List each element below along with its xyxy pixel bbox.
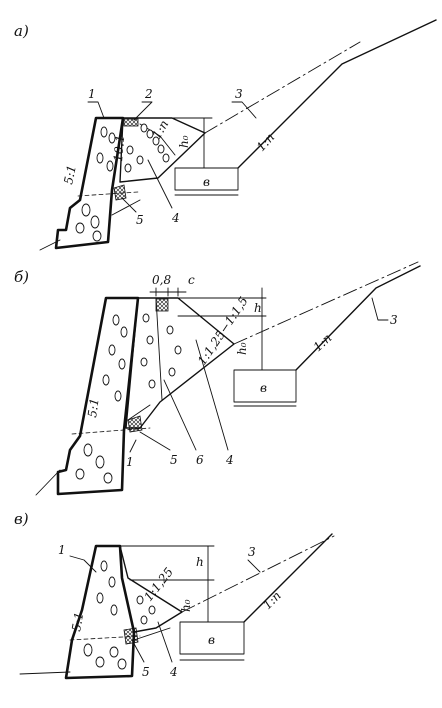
panel-c-callout-5: 5	[142, 665, 150, 679]
panel-c-leader-4	[157, 621, 173, 663]
panel-b-callout-5: 5	[170, 453, 178, 467]
panel-a-slope-fill: 1:n	[149, 118, 171, 142]
panel-b-bench	[233, 369, 297, 403]
panel-c-backfill	[119, 545, 183, 633]
panel-c: в) h h₀ в 5:1 1:1,25	[14, 510, 335, 680]
panel-b-ground-mid	[127, 404, 151, 421]
panel-a-letter: а)	[14, 22, 29, 40]
panel-a-wall	[54, 116, 125, 250]
panel-c-ground-left	[19, 671, 71, 675]
panel-b-letter: б)	[14, 268, 29, 286]
panel-a-h0-label: h₀	[177, 135, 191, 148]
panel-a-callout-3: 3	[235, 87, 243, 101]
panel-b-gap-label: c	[188, 273, 195, 287]
panel-a: а)	[14, 19, 437, 251]
panel-b-leader-3	[371, 297, 389, 321]
panel-a-leader-4	[147, 159, 173, 209]
panel-c-slope-cut: 1:n	[260, 588, 284, 612]
panel-c-upper-slope	[243, 533, 333, 623]
panel-b-callout-6: 6	[196, 453, 204, 467]
panel-b-drain-bottom	[127, 415, 143, 433]
panel-b: б)	[14, 261, 421, 496]
panel-b-leader-6	[163, 379, 197, 451]
panel-a-boulders	[140, 123, 170, 163]
panel-b-fill-boundary	[155, 297, 163, 401]
panel-b-upper-slope	[295, 265, 421, 371]
panel-b-leader-5	[139, 431, 171, 451]
panel-a-drain-bottom	[113, 184, 127, 201]
panel-c-wall-stones	[83, 560, 156, 670]
panel-a-leader-2	[133, 101, 153, 121]
panel-a-ground-mid	[111, 199, 141, 216]
panel-b-top-width-label: 0,8	[152, 273, 171, 287]
panel-a-axis-line	[204, 41, 361, 134]
panel-b-wall	[56, 296, 140, 496]
panel-c-width-label: в	[208, 633, 215, 647]
panel-c-leader-1	[69, 555, 97, 573]
panel-a-callout-4: 4	[171, 211, 180, 225]
panel-a-callout-2: 2	[144, 87, 153, 101]
panel-c-callout-4: 4	[169, 665, 178, 679]
panel-a-leader-5	[121, 197, 137, 213]
panel-a-upper-slope	[237, 19, 437, 169]
panel-c-h0-label: h₀	[179, 599, 193, 612]
panel-a-wall-stones	[75, 126, 144, 242]
panel-a-backfill	[119, 117, 206, 183]
panel-a-slope-cut: 1:n	[254, 130, 277, 154]
panel-b-slope-front: 5:1	[85, 397, 102, 418]
panel-a-leader-3	[231, 101, 257, 119]
panel-b-ground-left	[35, 469, 61, 496]
panel-b-leader-4	[195, 339, 229, 451]
panel-b-leader-1	[129, 439, 137, 453]
panel-a-drain-top	[123, 118, 139, 127]
panel-b-callout-1: 1	[126, 455, 134, 469]
panel-c-h-label: h	[196, 555, 204, 569]
panel-c-dim-ext	[119, 545, 215, 581]
panel-a-callout-5: 5	[136, 213, 144, 227]
panel-b-dim-ext	[177, 297, 267, 317]
panel-b-h0-label: h₀	[235, 342, 249, 355]
panel-b-callout-4: 4	[225, 453, 234, 467]
panel-c-bench	[179, 621, 245, 655]
panel-c-leader-3	[247, 559, 261, 573]
panel-a-slope-back: 10:1	[111, 134, 127, 162]
panel-c-callout-3: 3	[248, 545, 256, 559]
panel-a-bench	[174, 167, 239, 191]
panel-c-ground-mid	[133, 627, 171, 641]
panel-b-axis-line	[233, 261, 419, 345]
panel-c-joint	[69, 635, 141, 641]
panel-c-drain-bottom	[123, 627, 139, 645]
panel-c-callout-1: 1	[58, 543, 66, 557]
panel-b-width-label: в	[260, 381, 267, 395]
panel-b-drain-top	[155, 298, 169, 312]
panel-b-h-label: h	[254, 301, 262, 315]
panel-c-axis-line	[181, 535, 335, 613]
panel-a-slope-front: 5:1	[61, 164, 79, 186]
panel-b-callout-3: 3	[390, 313, 398, 327]
panel-a-callout-1: 1	[88, 87, 96, 101]
panel-c-slope-front: 5:1	[69, 611, 86, 632]
panel-a-joint	[77, 191, 139, 197]
panel-a-leader-1	[87, 101, 105, 119]
panel-c-letter: в)	[14, 510, 29, 528]
panel-b-wall-stones	[75, 313, 182, 484]
panel-b-joint	[71, 427, 151, 435]
panel-b-slope-fill: 1:1,25−1:1,5	[195, 294, 251, 368]
panel-a-width-label: в	[203, 175, 210, 189]
panel-c-leader-5	[131, 639, 145, 663]
